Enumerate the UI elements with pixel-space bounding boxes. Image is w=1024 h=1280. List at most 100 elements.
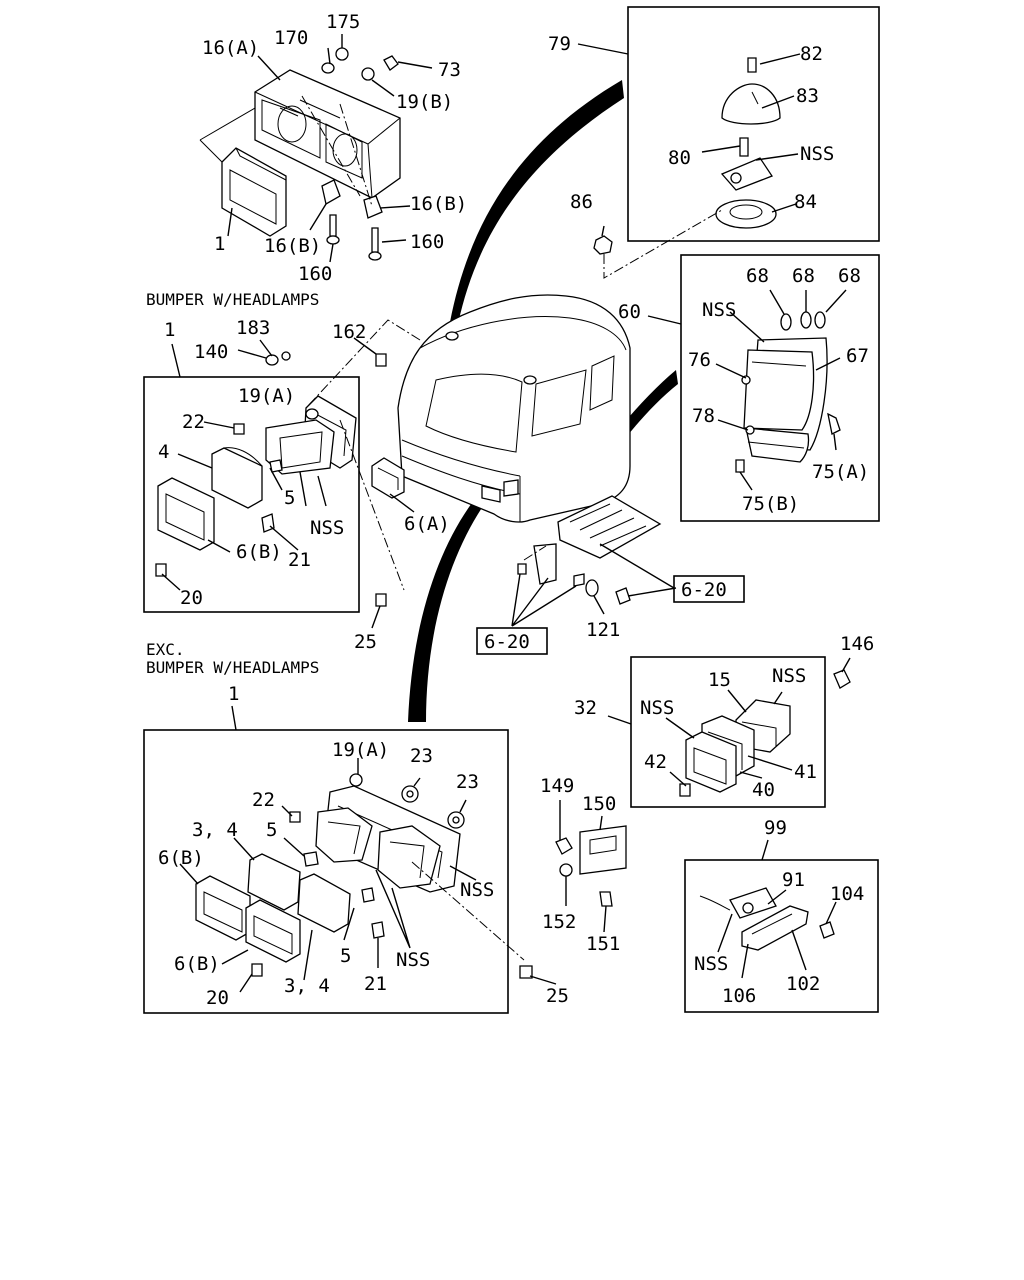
label-5-mid: 5 [284,487,295,509]
label-149: 149 [540,775,574,797]
section-captions: BUMPER W/HEADLAMPS EXC. BUMPER W/HEADLAM… [146,290,319,677]
label-162: 162 [332,321,366,343]
label-23a: 23 [410,745,433,767]
label-140: 140 [194,341,228,363]
bumper-headlamp-frame [143,376,360,613]
label-19b: 19(B) [396,91,453,113]
label-5a-low: 5 [266,819,277,841]
label-75a: 75(A) [812,461,869,483]
tail-lamp-assembly [735,311,841,473]
label-99: 99 [764,817,787,839]
label-23b: 23 [456,771,479,793]
label-86: 86 [570,191,593,213]
label-68b: 68 [792,265,815,287]
label-32: 32 [574,697,597,719]
label-68c: 68 [838,265,861,287]
fog-lamp-frame [630,656,826,808]
headlamp-housing-top [254,69,401,199]
label-84: 84 [794,191,817,213]
label-76: 76 [688,349,711,371]
label-183: 183 [236,317,270,339]
label-25-low: 25 [546,985,569,1007]
label-19a-low: 19(A) [332,739,389,761]
label-nss-side: NSS [694,953,728,975]
label-5b-low: 5 [340,945,351,967]
ref-label-left[interactable]: 6-20 [484,631,530,653]
label-3-4-b: 3, 4 [284,975,330,997]
label-78: 78 [692,405,715,427]
label-16b-left: 16(B) [264,235,321,257]
tail-lamp-frame [680,254,880,522]
part-labels: 175 170 16(A) 73 19(B) 16(B) 1 16(B) 160… [158,11,874,1009]
label-20-mid: 20 [180,587,203,609]
label-175: 175 [326,11,360,33]
roof-lamp-frame [627,6,880,242]
label-80: 80 [668,147,691,169]
label-20-low: 20 [206,987,229,1009]
label-21-mid: 21 [288,549,311,571]
label-150: 150 [582,793,616,815]
label-1-low: 1 [228,683,239,705]
label-79: 79 [548,33,571,55]
exc-caption-line2: BUMPER W/HEADLAMPS [146,658,319,677]
label-6b-low2: 6(B) [174,953,220,975]
label-91: 91 [782,869,805,891]
label-3-4-a: 3, 4 [192,819,238,841]
label-nss-tail: NSS [702,299,736,321]
bracket-16b-left [321,179,383,219]
label-121: 121 [586,619,620,641]
label-19a-mid: 19(A) [238,385,295,407]
label-nss-fog1: NSS [772,665,806,687]
ref-label-right[interactable]: 6-20 [681,579,727,601]
label-160-left: 160 [298,263,332,285]
label-6a: 6(A) [404,513,450,535]
label-15: 15 [708,669,731,691]
label-41: 41 [794,761,817,783]
label-75b: 75(B) [742,493,799,515]
exc-headlamp-frame [143,729,509,1014]
label-1-top: 1 [214,233,225,255]
label-102: 102 [786,973,820,995]
nuts-170-175-73 [321,47,399,81]
label-16b-right: 16(B) [410,193,467,215]
front-lamp-6a [371,457,405,499]
label-6b-low1: 6(B) [158,847,204,869]
label-152: 152 [542,911,576,933]
label-16a: 16(A) [202,37,259,59]
exc-headlamp-parts [195,773,533,979]
label-151: 151 [586,933,620,955]
roof-leader-curve [450,80,624,324]
ref-box-left[interactable] [476,627,548,655]
headlamp-leader-curve [408,490,490,722]
label-40: 40 [752,779,775,801]
label-170: 170 [274,27,308,49]
label-nss-low1: NSS [460,879,494,901]
bumper-headlamp-parts [155,351,387,607]
label-4-mid: 4 [158,441,169,463]
roof-lamp-assembly [715,57,781,229]
label-83: 83 [796,85,819,107]
label-104: 104 [830,883,864,905]
label-21-low: 21 [364,973,387,995]
nut-86 [593,235,613,255]
label-106: 106 [722,985,756,1007]
label-1-mid: 1 [164,319,175,341]
label-nss-low2: NSS [396,949,430,971]
side-lamp-assembly [699,887,835,951]
label-67: 67 [846,345,869,367]
headlamp-lens-top [221,147,287,237]
label-nss-fog2: NSS [640,697,674,719]
label-42: 42 [644,751,667,773]
exc-caption-line1: EXC. [146,640,185,659]
dash-connectors [301,95,723,961]
label-nss-roof: NSS [800,143,834,165]
label-146: 146 [840,633,874,655]
label-22-mid: 22 [182,411,205,433]
label-6b-mid: 6(B) [236,541,282,563]
license-bracket [555,825,627,907]
fog-lamp-assembly [679,669,851,797]
side-lamp-frame [684,859,879,1013]
label-25-mid: 25 [354,631,377,653]
label-68a: 68 [746,265,769,287]
bumper-with-caption: BUMPER W/HEADLAMPS [146,290,319,309]
